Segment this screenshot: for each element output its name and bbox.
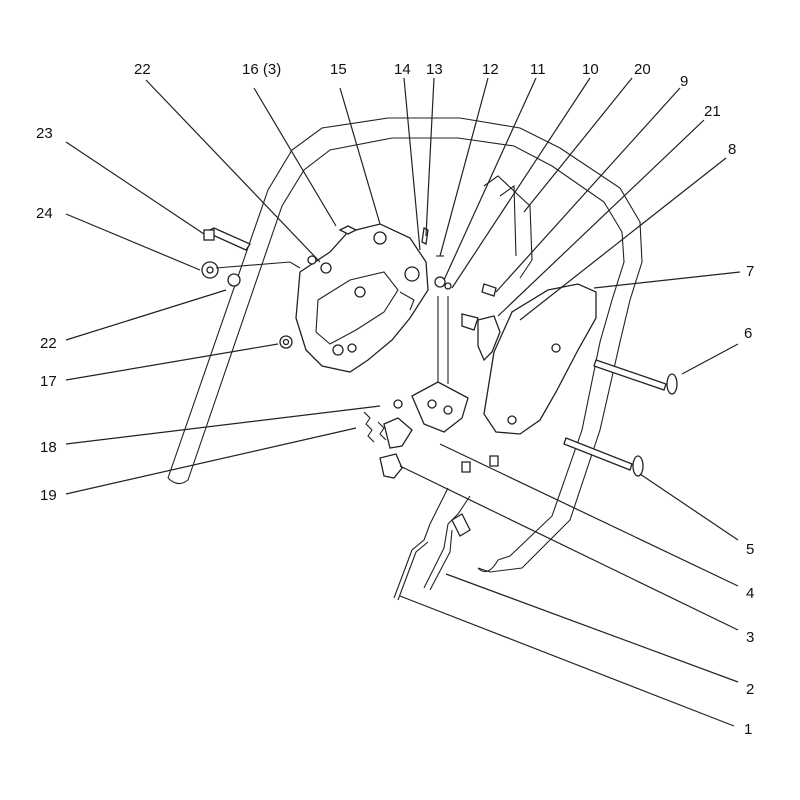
callout-9: 9 — [680, 73, 688, 90]
callout-6: 6 — [744, 325, 752, 342]
callout-2: 2 — [746, 681, 754, 698]
callout-1: 1 — [744, 721, 752, 738]
callout-23: 23 — [36, 125, 53, 142]
callout-18: 18 — [40, 439, 57, 456]
side-plate — [477, 283, 597, 435]
long-bolts — [563, 359, 678, 477]
callout-22-bottom: 22 — [40, 335, 57, 352]
callout-3: 3 — [746, 629, 754, 646]
callout-4: 4 — [746, 585, 754, 602]
callout-7: 7 — [746, 263, 754, 280]
callout-24: 24 — [36, 205, 53, 222]
callout-19: 19 — [40, 487, 57, 504]
callout-17: 17 — [40, 373, 57, 390]
callout-12: 12 — [482, 61, 499, 78]
handle-frame — [167, 117, 643, 573]
callout-21: 21 — [704, 103, 721, 120]
callout-13: 13 — [426, 61, 443, 78]
callout-11: 11 — [530, 61, 546, 78]
callout-10: 10 — [582, 61, 599, 78]
callout-15: 15 — [330, 61, 347, 78]
callout-5: 5 — [746, 541, 754, 558]
leader-lines — [65, 77, 741, 727]
callout-14: 14 — [394, 61, 411, 78]
callout-16: 16 (3) — [242, 61, 281, 78]
callout-20: 20 — [634, 61, 651, 78]
cables — [393, 455, 499, 601]
left-hardware — [201, 225, 358, 349]
callout-8: 8 — [728, 141, 736, 158]
callout-22-top: 22 — [134, 61, 151, 78]
callout-labels: 22 16 (3) 15 14 13 12 11 10 20 9 21 8 7 … — [36, 61, 754, 738]
main-bracket — [295, 223, 429, 373]
lower-bracket — [363, 381, 469, 479]
center-parts — [421, 227, 497, 384]
